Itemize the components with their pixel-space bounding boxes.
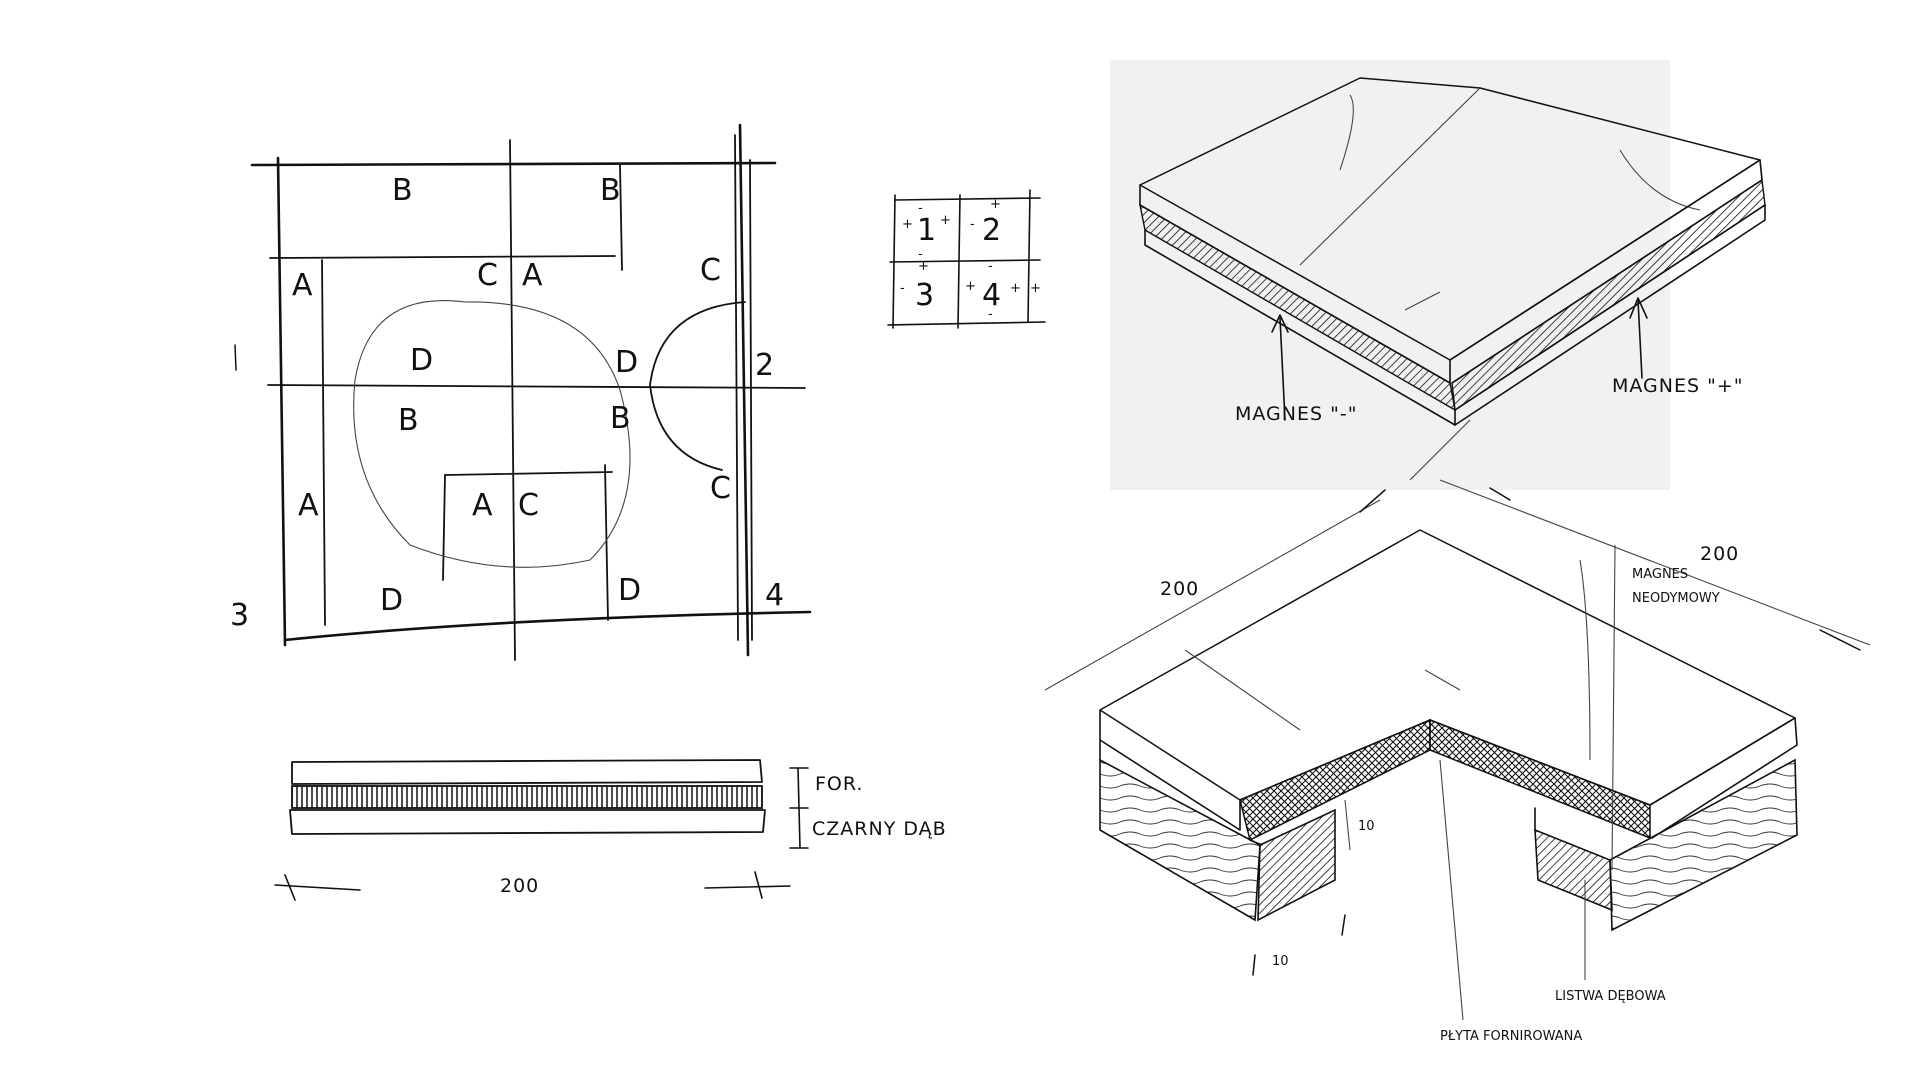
- height-dimension-1: 10: [1358, 819, 1375, 834]
- panel-edge-iso: 200 200 MAGNES NEODYMOWY 10 10 PŁYTA FOR…: [1044, 479, 1871, 1044]
- tile-letter: B: [398, 403, 419, 438]
- tile-letter: C: [700, 253, 721, 288]
- polarity-grid: 1 2 3 4 + + - - + - + - + + - - +: [887, 189, 1046, 329]
- polarity-sign: +: [1010, 281, 1021, 296]
- tile-letter: A: [292, 268, 313, 303]
- magnet-minus-label: MAGNES "-": [1235, 403, 1357, 425]
- grid-cell-number: 3: [915, 278, 934, 313]
- tile-letter: C: [710, 471, 731, 506]
- polarity-sign: -: [900, 281, 905, 296]
- magnet-label-line1: MAGNES: [1632, 567, 1688, 582]
- polarity-sign: +: [902, 217, 913, 232]
- polarity-sign: +: [1030, 281, 1041, 296]
- grid-cell-number: 4: [982, 278, 1001, 313]
- tile-letter: D: [615, 345, 638, 380]
- plan-sketch-panel: [0, 0, 890, 730]
- magnet-label-line2: NEODYMOWY: [1632, 591, 1720, 606]
- polarity-sign: -: [970, 217, 975, 232]
- tile-letter: D: [618, 573, 641, 608]
- panel-cross-section: FOR. CZARNY DĄB 200: [274, 759, 947, 901]
- polarity-sign: -: [918, 247, 923, 262]
- magnet-corner-iso: MAGNES "-" MAGNES "+": [1139, 77, 1766, 481]
- tile-letter: D: [380, 583, 403, 618]
- tile-letter: B: [392, 173, 413, 208]
- dimension-left: 200: [1160, 578, 1199, 600]
- tile-letter: C: [518, 488, 539, 523]
- veneered-plate-label: PŁYTA FORNIROWANA: [1440, 1029, 1582, 1044]
- polarity-sign: -: [988, 259, 993, 274]
- tile-layout-plan: 2 3 4 B B A C A C D D B B A C A C D D: [230, 123, 812, 661]
- polarity-sign: +: [965, 279, 976, 294]
- polarity-sign: +: [990, 197, 1001, 212]
- tile-letter: D: [410, 343, 433, 378]
- quadrant-number: 4: [765, 578, 784, 613]
- tile-letter: A: [522, 258, 543, 293]
- polarity-sign: -: [918, 201, 923, 216]
- magnet-plus-label: MAGNES "+": [1612, 375, 1744, 397]
- polarity-sign: +: [940, 213, 951, 228]
- tile-letter: B: [610, 401, 631, 436]
- layer-label-oak: CZARNY DĄB: [812, 818, 947, 840]
- tile-letter: A: [472, 488, 493, 523]
- oak-strip-label: LISTWA DĘBOWA: [1555, 989, 1666, 1004]
- layer-label-veneer: FOR.: [815, 773, 863, 795]
- height-dimension-2: 10: [1272, 954, 1289, 969]
- section-width-dimension: 200: [500, 875, 539, 897]
- tile-letter: A: [298, 488, 319, 523]
- magnet-detail-panel: [1110, 60, 1670, 490]
- polarity-sign: -: [988, 307, 993, 322]
- quadrant-number: 3: [230, 598, 249, 633]
- dimension-right: 200: [1700, 543, 1739, 565]
- polarity-sign: +: [918, 259, 929, 274]
- grid-cell-number: 1: [917, 213, 936, 248]
- grid-cell-number: 2: [982, 213, 1001, 248]
- quadrant-number: 2: [755, 348, 774, 383]
- quadrant-tick: [234, 344, 237, 371]
- tile-letter: C: [477, 258, 498, 293]
- tile-letter: B: [600, 173, 621, 208]
